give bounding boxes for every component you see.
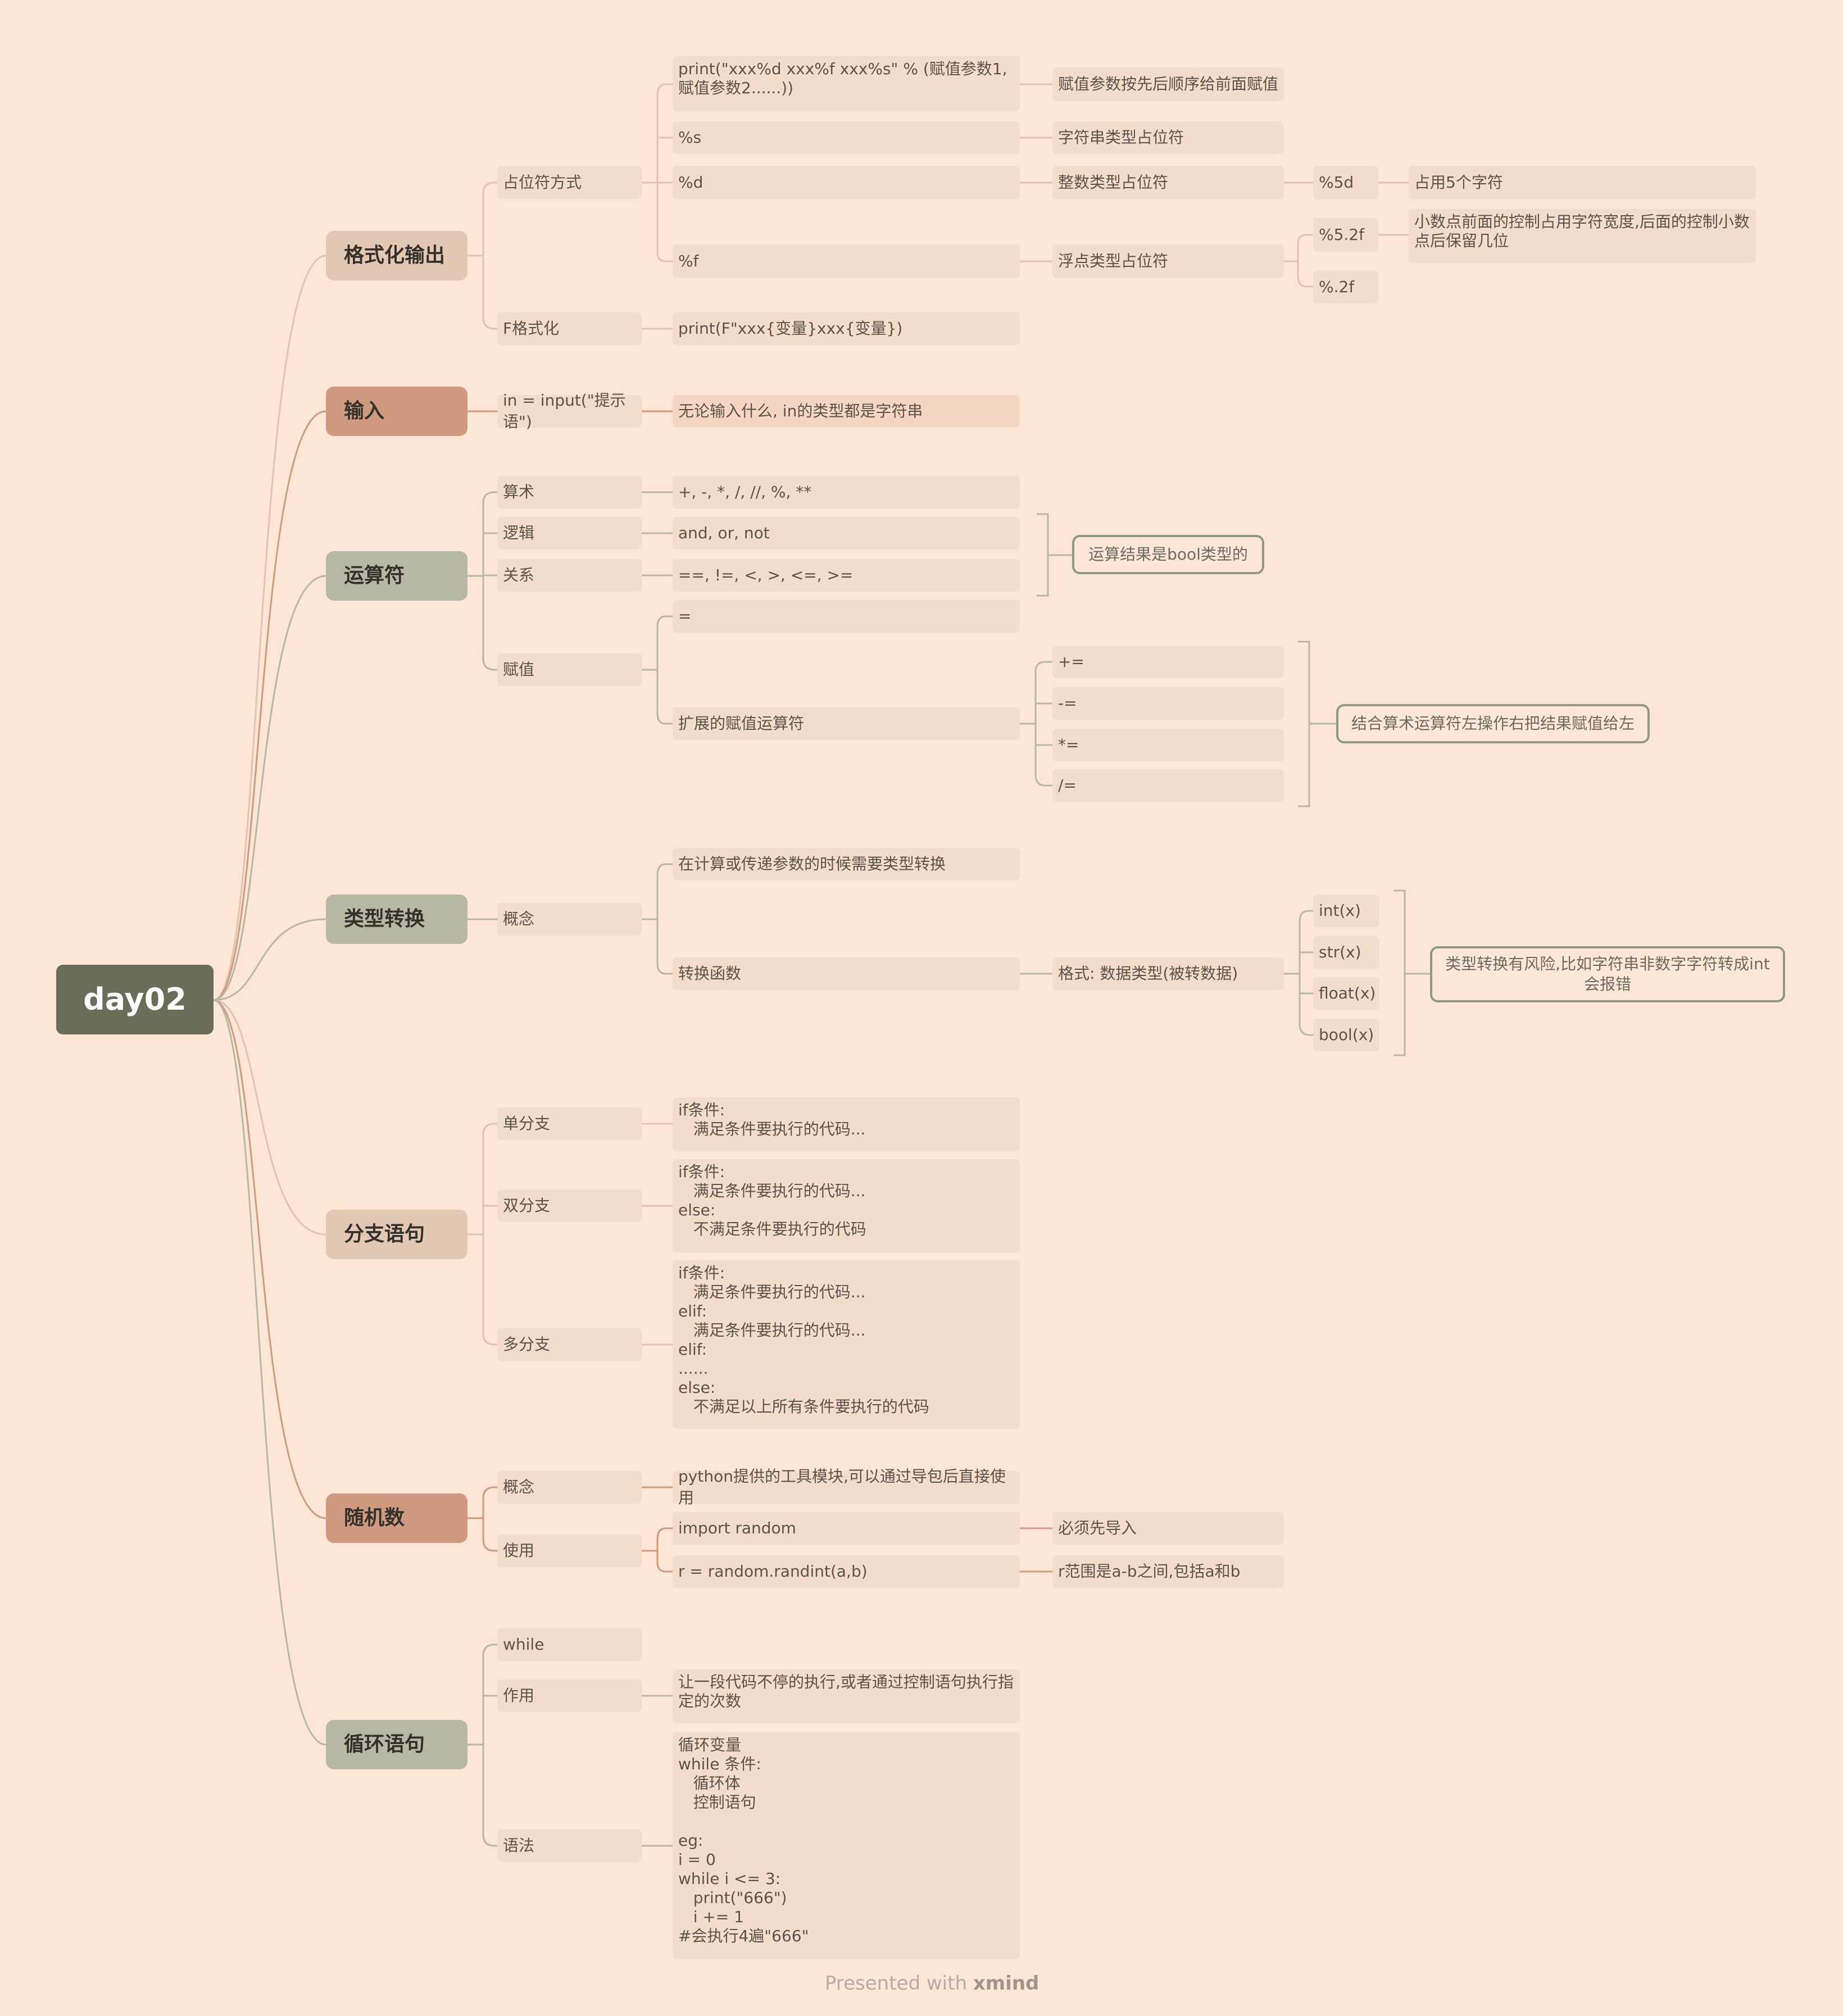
node-fstring[interactable]: F格式化 [497, 312, 642, 345]
node-import-random[interactable]: import random [673, 1512, 1020, 1545]
node-multi-branch[interactable]: 多分支 [497, 1328, 642, 1361]
branch-input[interactable]: 输入 [326, 387, 467, 436]
node-ext-op[interactable]: += [1052, 646, 1284, 678]
node-ext-op[interactable]: *= [1052, 729, 1284, 761]
branch-format-output[interactable]: 格式化输出 [326, 231, 467, 280]
branch-operators[interactable]: 运算符 [326, 551, 467, 601]
node-loop-syntax[interactable]: 语法 [497, 1829, 642, 1862]
node-double-branch-code[interactable]: if条件: 满足条件要执行的代码... else: 不满足条件要执行的代码 [673, 1159, 1020, 1252]
node-func-int[interactable]: int(x) [1313, 895, 1379, 927]
node-placeholder-style[interactable]: 占位符方式 [497, 166, 642, 199]
branch-loop[interactable]: 循环语句 [326, 1720, 467, 1769]
node-while[interactable]: while [497, 1628, 642, 1661]
node-func-bool[interactable]: bool(x) [1313, 1019, 1379, 1051]
node-func-float[interactable]: float(x) [1313, 977, 1379, 1010]
node-percent-s[interactable]: %s [673, 121, 1020, 154]
branch-random[interactable]: 随机数 [326, 1493, 467, 1543]
node-print-note[interactable]: 赋值参数按先后顺序给前面赋值 [1052, 67, 1284, 101]
node-relation-ops[interactable]: ==, !=, <, >, <=, >= [673, 559, 1020, 592]
node-conversion-func[interactable]: 转换函数 [673, 957, 1020, 990]
branch-if-statements[interactable]: 分支语句 [326, 1210, 467, 1259]
node-loop-effect-text[interactable]: 让一段代码不停的执行,或者通过控制语句执行指定的次数 [673, 1669, 1020, 1723]
node-percent-f[interactable]: %f [673, 244, 1020, 278]
node-ext-op[interactable]: -= [1052, 687, 1284, 720]
node-arith[interactable]: 算术 [497, 476, 642, 508]
root-node[interactable]: day02 [56, 965, 214, 1034]
node-conversion-need[interactable]: 在计算或传递参数的时候需要类型转换 [673, 848, 1020, 880]
summary-conversion-risk[interactable]: 类型转换有风险,比如字符串非数字字符转成int会报错 [1430, 946, 1785, 1002]
node-percent-5-2f-note[interactable]: 小数点前面的控制占用字符宽度,后面的控制小数点后保留几位 [1409, 209, 1756, 263]
node-random-concept-text[interactable]: python提供的工具模块,可以通过导包后直接使用 [673, 1467, 1020, 1507]
node-percent-f-note[interactable]: 浮点类型占位符 [1052, 244, 1284, 278]
footer-presented: Presented with [825, 1972, 968, 1995]
summary-ext-assign[interactable]: 结合算术运算符左操作右把结果赋值给左 [1336, 704, 1650, 743]
node-ext-assign[interactable]: 扩展的赋值运算符 [673, 707, 1020, 740]
node-input-syntax[interactable]: in = input("提示语") [497, 391, 642, 431]
node-single-branch-code[interactable]: if条件: 满足条件要执行的代码... [673, 1097, 1020, 1151]
node-randint[interactable]: r = random.randint(a,b) [673, 1555, 1020, 1588]
node-conversion-concept[interactable]: 概念 [497, 903, 642, 936]
node-random-use[interactable]: 使用 [497, 1534, 642, 1567]
node-func-str[interactable]: str(x) [1313, 936, 1379, 969]
node-single-branch[interactable]: 单分支 [497, 1107, 642, 1140]
node-percent-d[interactable]: %d [673, 166, 1020, 199]
node-percent-2f[interactable]: %.2f [1313, 271, 1378, 303]
node-logic[interactable]: 逻辑 [497, 517, 642, 550]
node-conversion-format[interactable]: 格式: 数据类型(被转数据) [1052, 957, 1284, 990]
node-percent-5d[interactable]: %5d [1313, 166, 1378, 199]
node-assign-eq[interactable]: = [673, 600, 1020, 633]
node-fstring-syntax[interactable]: print(F"xxx{变量}xxx{变量}) [673, 312, 1020, 345]
node-percent-5d-note[interactable]: 占用5个字符 [1409, 166, 1756, 199]
node-double-branch[interactable]: 双分支 [497, 1189, 642, 1222]
node-print-syntax[interactable]: print("xxx%d xxx%f xxx%s" % (赋值参数1,赋值参数2… [673, 56, 1020, 111]
node-assign[interactable]: 赋值 [497, 653, 642, 686]
node-percent-5-2f[interactable]: %5.2f [1313, 218, 1378, 252]
node-random-concept[interactable]: 概念 [497, 1471, 642, 1504]
node-ext-op[interactable]: /= [1052, 769, 1284, 802]
summary-bool[interactable]: 运算结果是bool类型的 [1072, 535, 1264, 574]
node-loop-effect[interactable]: 作用 [497, 1679, 642, 1712]
footer-credit: Presented with xmind [825, 1972, 1039, 1995]
xmind-logo: xmind [973, 1972, 1039, 1995]
node-percent-s-note[interactable]: 字符串类型占位符 [1052, 121, 1284, 154]
node-loop-syntax-code[interactable]: 循环变量 while 条件: 循环体 控制语句 eg: i = 0 while … [673, 1732, 1020, 1959]
node-randint-note[interactable]: r范围是a-b之间,包括a和b [1052, 1555, 1284, 1588]
node-import-note[interactable]: 必须先导入 [1052, 1512, 1284, 1545]
branch-type-conversion[interactable]: 类型转换 [326, 895, 467, 944]
node-arith-ops[interactable]: +, -, *, /, //, %, ** [673, 476, 1020, 508]
node-multi-branch-code[interactable]: if条件: 满足条件要执行的代码... elif: 满足条件要执行的代码... … [673, 1260, 1020, 1429]
node-logic-ops[interactable]: and, or, not [673, 517, 1020, 550]
node-input-note[interactable]: 无论输入什么, in的类型都是字符串 [673, 395, 1020, 428]
node-percent-d-note[interactable]: 整数类型占位符 [1052, 166, 1284, 199]
node-relation[interactable]: 关系 [497, 559, 642, 592]
